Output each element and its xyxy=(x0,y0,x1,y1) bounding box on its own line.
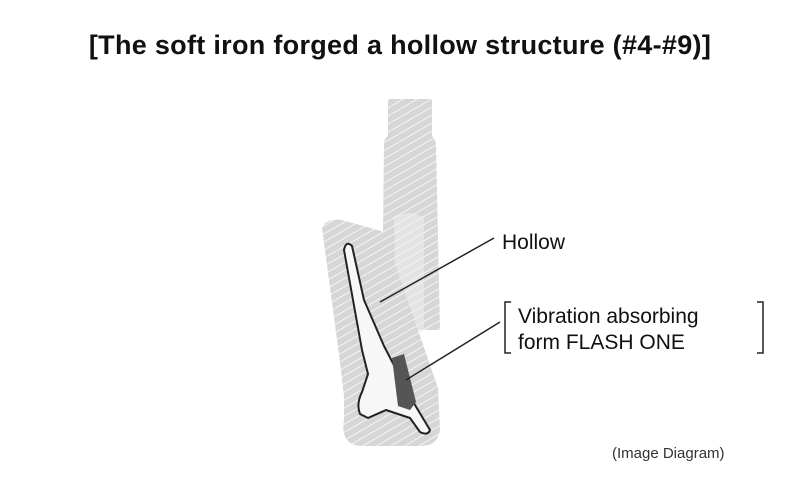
page-title: [The soft iron forged a hollow structure… xyxy=(88,30,712,60)
right-bracket xyxy=(757,301,764,354)
hollow-label: Hollow xyxy=(502,231,566,254)
vibration-label-line2: form FLASH ONE xyxy=(518,331,685,354)
image-caption: (Image Diagram) xyxy=(612,445,725,462)
shaft xyxy=(388,99,432,140)
flash-one-insert xyxy=(392,354,416,410)
vibration-label-line1: Vibration absorbing xyxy=(518,305,699,328)
vibration-leader-line xyxy=(405,321,501,381)
hollow-outline xyxy=(343,242,431,435)
left-bracket xyxy=(504,301,511,354)
vibration-absorbing-label: Vibration absorbing form FLASH ONE xyxy=(518,304,699,356)
hollow-leader-line xyxy=(379,237,495,303)
